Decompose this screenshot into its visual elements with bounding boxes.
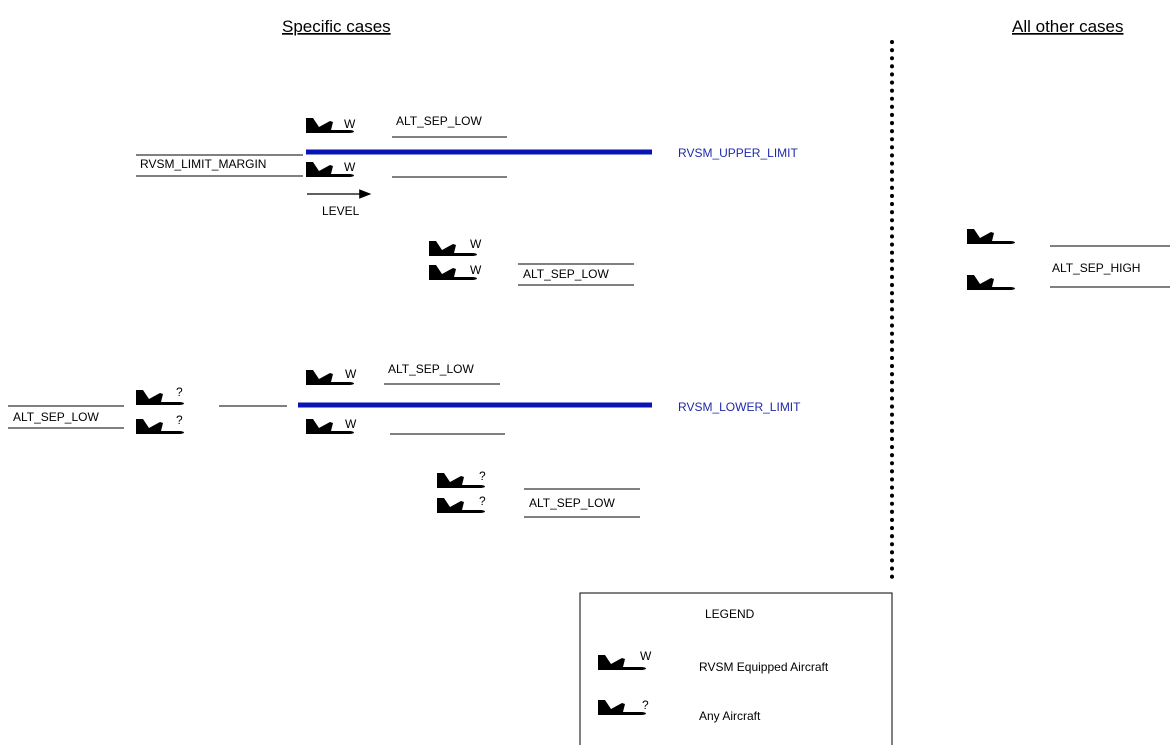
any-marker: ?: [479, 494, 486, 508]
rvsm-marker: W: [344, 117, 356, 131]
aircraft-icon: [437, 498, 485, 513]
lower-limit-label: RVSM_LOWER_LIMIT: [678, 400, 801, 414]
legend-rvsm-equipped: RVSM Equipped Aircraft: [699, 660, 829, 674]
rvsm-marker: W: [470, 263, 482, 277]
any-marker: ?: [479, 469, 486, 483]
rvsm-marker: W: [470, 237, 482, 251]
alt-sep-low-label: ALT_SEP_LOW: [523, 267, 609, 281]
rvsm-limit-margin-label: RVSM_LIMIT_MARGIN: [140, 157, 266, 171]
level-label: LEVEL: [322, 204, 360, 218]
alt-sep-low-label: ALT_SEP_LOW: [388, 362, 474, 376]
rvsm-marker: W: [640, 649, 652, 663]
specific-cases-header: Specific cases: [282, 17, 391, 36]
rvsm-marker: W: [345, 417, 357, 431]
legend-any-aircraft: Any Aircraft: [699, 709, 761, 723]
any-marker: ?: [176, 413, 183, 427]
alt-sep-low-label: ALT_SEP_LOW: [396, 114, 482, 128]
alt-sep-low-label: ALT_SEP_LOW: [13, 410, 99, 424]
aircraft-icon: [967, 275, 1015, 290]
alt-sep-high-label: ALT_SEP_HIGH: [1052, 261, 1140, 275]
any-marker: ?: [176, 385, 183, 399]
other-cases-header: All other cases: [1012, 17, 1124, 36]
alt-sep-low-label: ALT_SEP_LOW: [529, 496, 615, 510]
aircraft-icon: [967, 229, 1015, 244]
upper-limit-label: RVSM_UPPER_LIMIT: [678, 146, 798, 160]
any-marker: ?: [642, 698, 649, 712]
rvsm-marker: W: [345, 367, 357, 381]
legend: LEGEND W RVSM Equipped Aircraft ? Any Ai…: [579, 592, 893, 745]
aircraft-icon: [437, 473, 485, 488]
legend-title: LEGEND: [705, 607, 755, 621]
rvsm-marker: W: [344, 160, 356, 174]
